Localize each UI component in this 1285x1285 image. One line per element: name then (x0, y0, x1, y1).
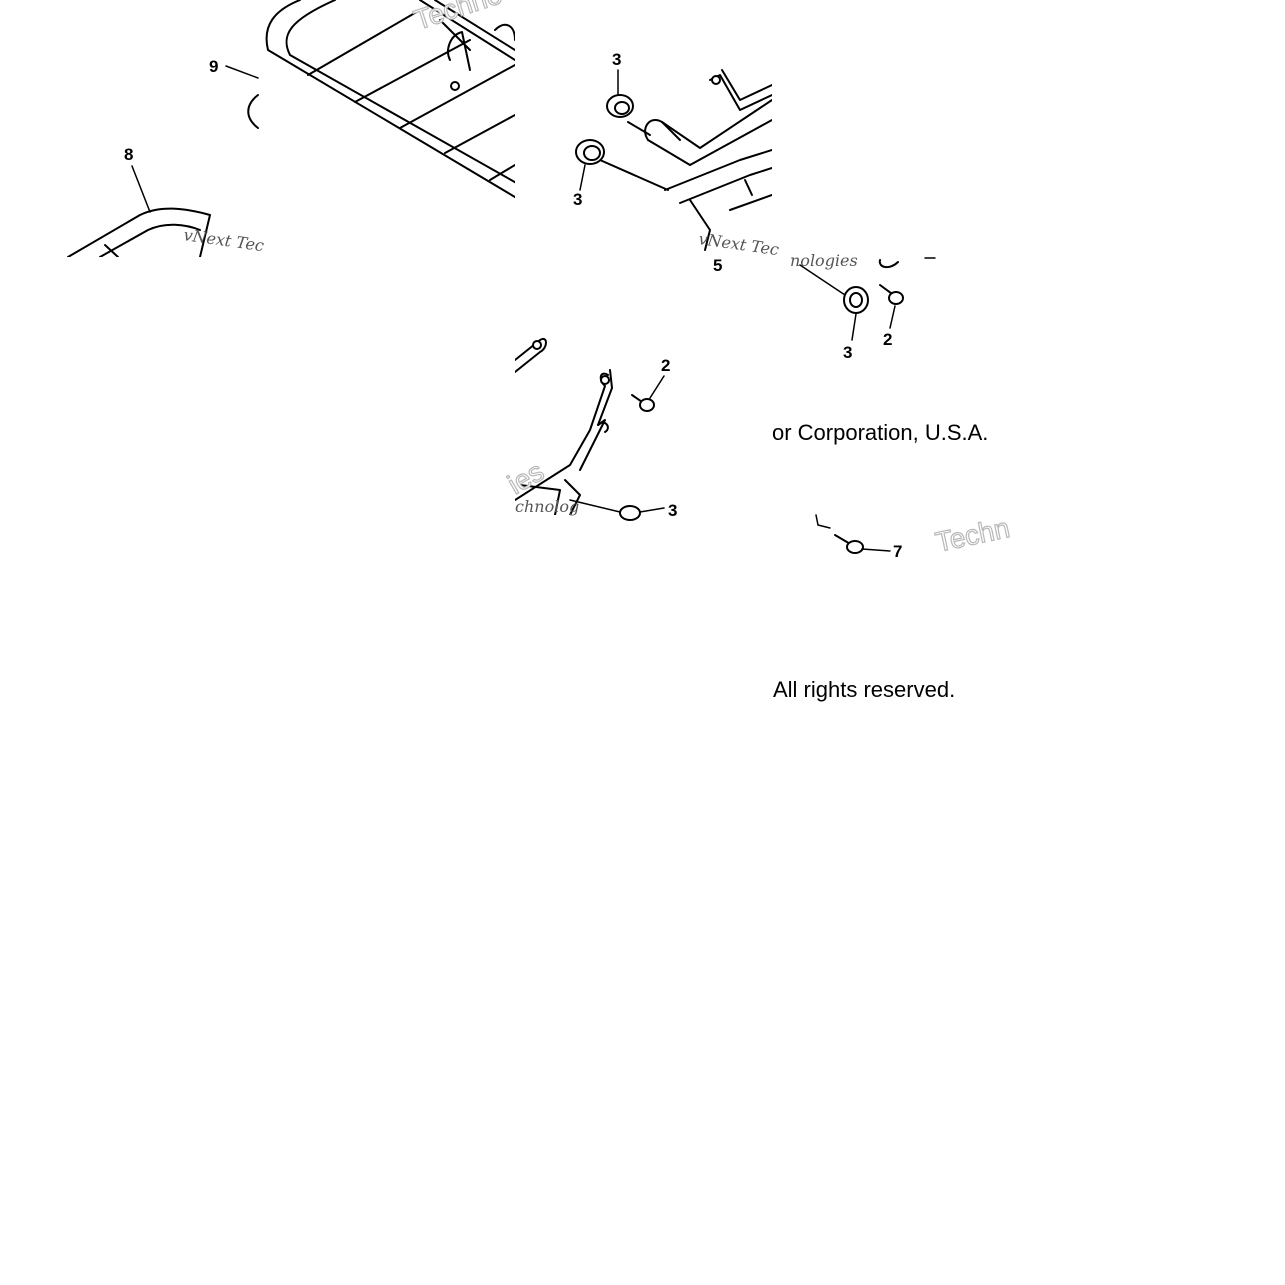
rack-tile: Techno (265, 0, 515, 199)
callout-3d: 3 (668, 501, 677, 520)
watermark-text: vNext Tec (697, 229, 780, 259)
damper-part (575, 139, 605, 165)
front-carrier-rack (67, 207, 211, 257)
frame-tile: 3 3 5 vNext Tec (573, 50, 780, 275)
watermark-text: nologies (790, 251, 858, 270)
callout-5: 5 (713, 256, 722, 275)
damper-part (606, 94, 634, 118)
callout-2b: 2 (661, 356, 670, 375)
lower-damper-group: nologies 3 2 (790, 251, 936, 362)
watermark-text: Techno (410, 0, 505, 36)
watermark-text: Techn (933, 512, 1013, 558)
watermark-text: chnolog (515, 497, 579, 516)
damper-part (619, 505, 641, 521)
copyright-line: or Corporation, U.S.A. (772, 420, 988, 445)
watermark-text: ies (503, 455, 550, 500)
callout-7: 7 (893, 542, 902, 561)
callout-3c: 3 (843, 343, 852, 362)
lower-frame-tile: 2 3 ies chnolog (502, 337, 677, 521)
callout-3b: 3 (573, 190, 582, 209)
rack-stay (599, 69, 772, 251)
bolt-part (879, 284, 904, 305)
callout-9-group: 9 (209, 57, 259, 129)
bolt-part (631, 394, 655, 412)
rights-line: All rights reserved. (773, 677, 955, 702)
callout-2a: 2 (883, 330, 892, 349)
callout-9: 9 (209, 57, 218, 76)
watermark-text: vNext Tec (182, 225, 265, 255)
rear-carrier-rack (265, 0, 515, 199)
callout-8: 8 (124, 145, 133, 164)
callout-3a: 3 (612, 50, 621, 69)
bolt-7-group: 7 Techn (815, 511, 1013, 561)
damper-part (843, 286, 869, 314)
callout-8-group: 8 vNext Tec (67, 145, 265, 257)
